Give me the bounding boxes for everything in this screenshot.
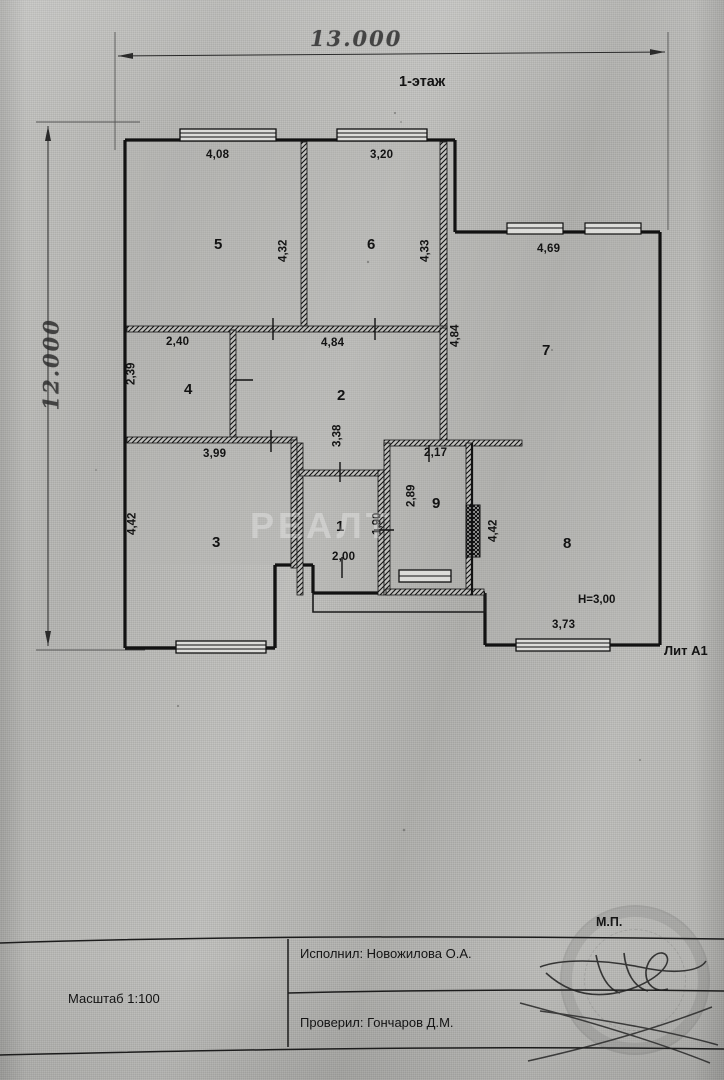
signature-checker [519, 1002, 719, 1064]
room-number-8: 8 [563, 535, 572, 552]
signature-executor [539, 952, 707, 996]
title-block-frame [0, 936, 724, 1064]
overall-dimension-arrows [45, 49, 666, 646]
dim-2-17: 2,17 [424, 447, 448, 459]
window-room8 [515, 638, 611, 652]
dim-4-42-left: 4,42 [126, 512, 139, 535]
dim-4-69: 4,69 [537, 243, 561, 255]
room-number-2: 2 [337, 387, 346, 404]
window-room6 [336, 128, 428, 142]
room-number-1: 1 [336, 518, 345, 535]
dim-3-38: 3,38 [331, 424, 344, 447]
floor-title: 1-этаж [399, 74, 446, 90]
exterior-walls-lower-left [125, 565, 277, 650]
scale-label: Масштаб 1:100 [68, 991, 160, 1006]
dim-4-84-vert: 4,84 [449, 324, 462, 347]
executor-label: Исполнил: Новожилова О.А. [300, 946, 472, 961]
porch-outline [312, 593, 486, 613]
room-number-9: 9 [432, 495, 441, 512]
window-room7-a [506, 222, 564, 235]
window-room3 [175, 640, 267, 654]
window-room5 [179, 128, 277, 142]
room-number-5: 5 [214, 236, 223, 253]
height-note: H=3,00 [578, 594, 616, 606]
dim-2-40: 2,40 [166, 336, 190, 348]
dim-2-39: 2,39 [125, 362, 138, 385]
window-room7-b [584, 222, 642, 235]
dim-1-90: 1,90 [371, 512, 384, 535]
dim-4-08: 4,08 [206, 149, 230, 161]
room-number-6: 6 [367, 236, 376, 253]
title-block: М.П. Масштаб 1:100 Исполнил: Новожилова … [0, 905, 724, 1080]
stamp-label: М.П. [596, 915, 623, 929]
dim-3-73: 3,73 [552, 619, 576, 631]
entry-door [398, 569, 452, 583]
dimension-extension-lines [36, 32, 669, 651]
interior-walls [126, 141, 523, 596]
floor-plan-drawing [36, 32, 669, 654]
dim-2-00: 2,00 [332, 551, 356, 563]
dim-2-89: 2,89 [405, 484, 418, 507]
dim-4-84-horiz: 4,84 [321, 337, 345, 349]
door-opening-ticks [233, 318, 430, 578]
dim-3-20: 3,20 [370, 149, 394, 161]
dim-4-33: 4,33 [419, 239, 432, 262]
overall-height-handwritten: 12.000 [38, 318, 64, 411]
room-number-4: 4 [184, 381, 193, 398]
windows [175, 128, 642, 654]
overall-width-handwritten: 13.000 [310, 26, 403, 51]
room-number-7: 7 [542, 342, 551, 359]
literal-label: Лит А1 [664, 643, 708, 658]
room-number-3: 3 [212, 534, 221, 551]
checker-label: Проверил: Гончаров Д.М. [300, 1015, 454, 1030]
dim-4-42-right: 4,42 [487, 519, 500, 542]
dim-3-99: 3,99 [203, 448, 227, 460]
building-floor-fill [125, 140, 660, 645]
dim-4-32: 4,32 [277, 239, 290, 262]
